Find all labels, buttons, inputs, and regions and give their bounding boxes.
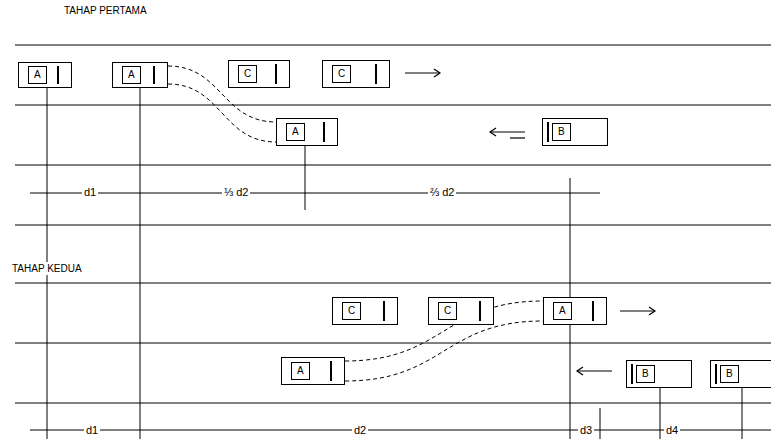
vehicle-letter: A bbox=[286, 123, 305, 141]
windshield bbox=[592, 301, 594, 321]
vehicle-letter: A bbox=[122, 66, 141, 84]
vehicle-box: B bbox=[710, 360, 771, 388]
vehicle-box: C bbox=[228, 60, 290, 88]
windshield bbox=[323, 122, 325, 142]
dimension-label: ⅔ d2 bbox=[428, 186, 456, 199]
dimension-label: ⅓ d2 bbox=[222, 186, 250, 199]
vehicle-box: B bbox=[542, 118, 608, 146]
vehicle-letter: B bbox=[552, 123, 571, 141]
vehicle-letter: C bbox=[238, 65, 257, 83]
vehicle-box: A bbox=[276, 118, 338, 146]
vehicle-letter: C bbox=[342, 302, 361, 320]
vehicle-letter: B bbox=[720, 365, 739, 383]
windshield bbox=[547, 122, 549, 142]
vehicle-letter: C bbox=[438, 302, 457, 320]
dimension-label: d1 bbox=[84, 424, 100, 437]
stage-heading: TAHAP KEDUA bbox=[10, 262, 84, 275]
windshield bbox=[715, 364, 717, 384]
windshield bbox=[57, 66, 59, 84]
vehicle-box: A bbox=[281, 357, 345, 385]
direction-arrows bbox=[405, 69, 655, 375]
vehicle-letter: A bbox=[291, 362, 310, 380]
dimension-label: d2 bbox=[352, 424, 368, 437]
vehicle-letter: C bbox=[332, 65, 351, 83]
lane-lines bbox=[15, 45, 771, 403]
vehicle-box: C bbox=[322, 60, 390, 88]
vehicle-box: C bbox=[428, 297, 494, 325]
vehicle-box: C bbox=[332, 297, 398, 325]
vehicle-letter: B bbox=[636, 365, 655, 383]
dimension-label: d4 bbox=[664, 424, 680, 437]
stage-heading: TAHAP PERTAMA bbox=[62, 4, 149, 17]
windshield bbox=[375, 64, 377, 84]
windshield bbox=[330, 361, 332, 381]
dimension-label: d1 bbox=[82, 186, 98, 199]
windshield bbox=[383, 301, 385, 321]
dimension-label: d3 bbox=[578, 424, 594, 437]
windshield bbox=[153, 66, 155, 84]
vehicle-box: A bbox=[112, 62, 168, 88]
windshield bbox=[275, 64, 277, 84]
vehicle-letter: A bbox=[28, 66, 47, 84]
dimension-lines bbox=[30, 88, 771, 439]
windshield bbox=[631, 364, 633, 384]
vehicle-letter: A bbox=[553, 302, 572, 320]
vehicle-box: A bbox=[543, 297, 607, 325]
vehicle-box: A bbox=[18, 62, 72, 88]
windshield bbox=[479, 301, 481, 321]
vehicle-box: B bbox=[626, 360, 692, 388]
